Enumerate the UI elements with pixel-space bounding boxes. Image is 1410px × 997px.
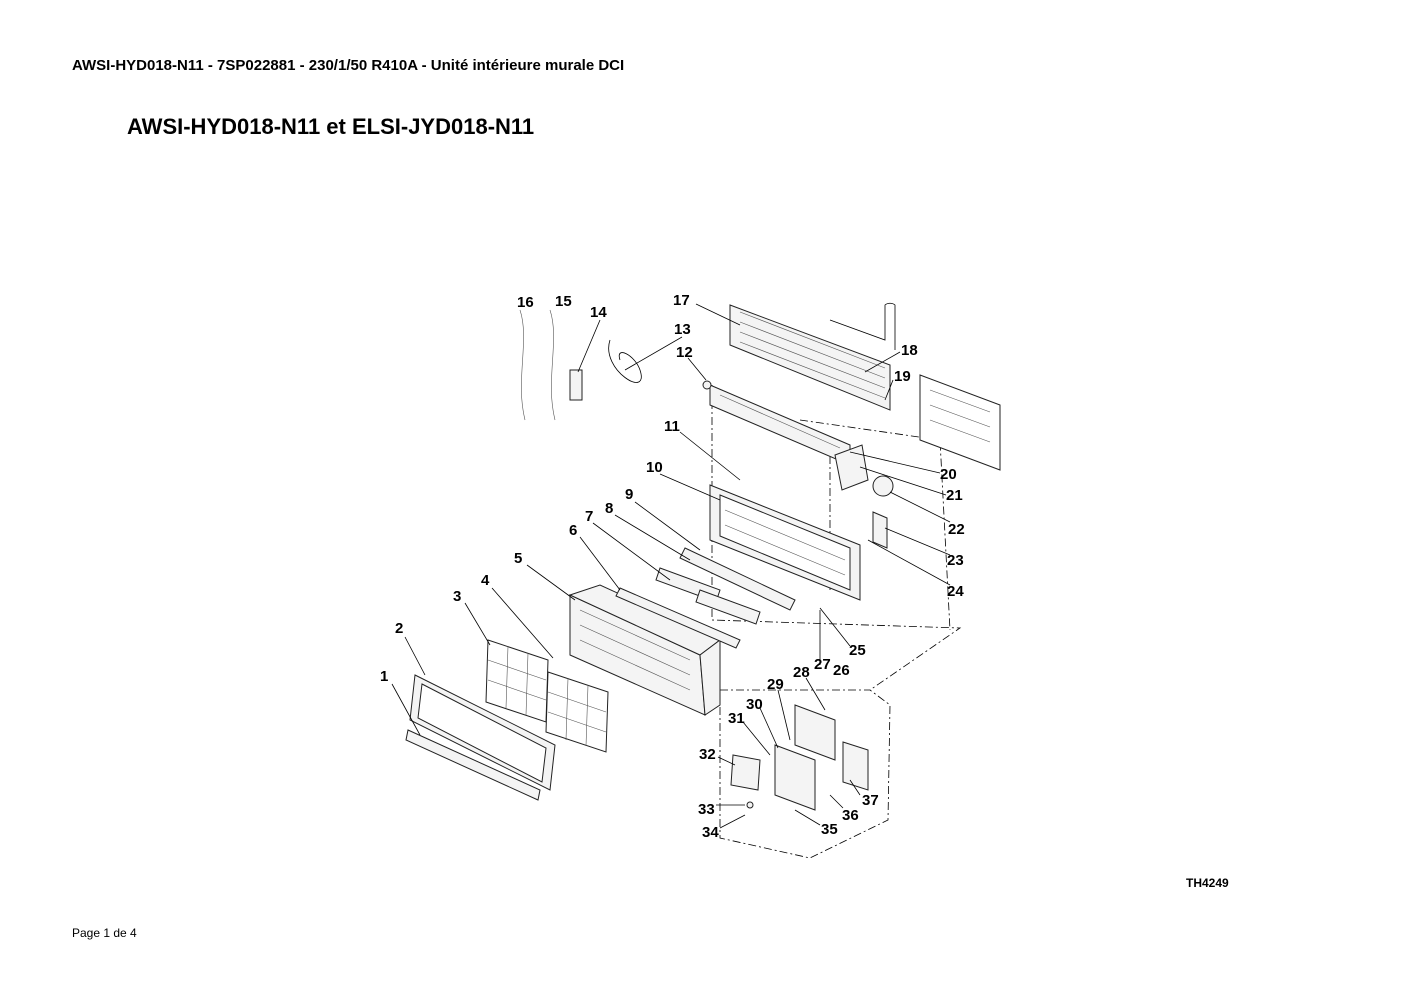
part-air-filters — [485, 639, 609, 753]
callout-6: 6 — [569, 522, 577, 539]
callout-11: 11 — [664, 418, 680, 435]
page-number: Page 1 de 4 — [72, 926, 137, 940]
document-header: AWSI-HYD018-N11 - 7SP022881 - 230/1/50 R… — [72, 57, 625, 74]
drawing-reference: TH4249 — [1186, 876, 1229, 890]
callout-30: 30 — [746, 696, 763, 713]
callout-27: 27 — [814, 656, 831, 673]
part-crossflow-fan — [709, 384, 851, 466]
callout-13: 13 — [674, 321, 691, 338]
callout-8: 8 — [605, 500, 613, 517]
callout-7: 7 — [585, 508, 593, 525]
part-remote-and-cables — [519, 309, 712, 421]
callout-24: 24 — [947, 583, 964, 600]
part-evaporator-coil — [729, 304, 891, 411]
callout-26: 26 — [833, 662, 850, 679]
callout-37: 37 — [862, 792, 879, 809]
part-control-box — [730, 704, 869, 811]
part-front-panel — [405, 674, 556, 801]
callout-numbers: 1 2 3 4 5 6 7 8 9 10 11 12 13 14 15 16 1… — [380, 292, 965, 841]
callout-9: 9 — [625, 486, 633, 503]
callout-16: 16 — [517, 294, 534, 311]
leader-lines — [391, 303, 951, 829]
callout-34: 34 — [702, 824, 719, 841]
callout-4: 4 — [481, 572, 490, 589]
callout-21: 21 — [946, 487, 963, 504]
callout-22: 22 — [948, 521, 965, 538]
part-front-grille — [568, 584, 721, 716]
part-refrigerant-pipe — [829, 302, 896, 350]
callout-19: 19 — [894, 368, 911, 385]
part-mounting-plate — [919, 374, 1001, 471]
callout-23: 23 — [947, 552, 964, 569]
callout-14: 14 — [590, 304, 607, 321]
callout-15: 15 — [555, 293, 572, 310]
callout-10: 10 — [646, 459, 663, 476]
callout-28: 28 — [793, 664, 810, 681]
callout-35: 35 — [821, 821, 838, 838]
callout-36: 36 — [842, 807, 859, 824]
callout-12: 12 — [676, 344, 693, 361]
callout-20: 20 — [940, 466, 957, 483]
callout-1: 1 — [380, 668, 388, 685]
part-drain-pan-chassis — [709, 484, 861, 601]
page-title: AWSI-HYD018-N11 et ELSI-JYD018-N11 — [127, 114, 535, 139]
callout-25: 25 — [849, 642, 866, 659]
callout-3: 3 — [453, 588, 461, 605]
callout-18: 18 — [901, 342, 918, 359]
part-motor-bracket — [834, 444, 894, 549]
callout-5: 5 — [514, 550, 522, 567]
callout-2: 2 — [395, 620, 403, 637]
callout-33: 33 — [698, 801, 715, 818]
callout-32: 32 — [699, 746, 716, 763]
callout-17: 17 — [673, 292, 690, 309]
callout-31: 31 — [728, 710, 745, 727]
callout-29: 29 — [767, 676, 784, 693]
